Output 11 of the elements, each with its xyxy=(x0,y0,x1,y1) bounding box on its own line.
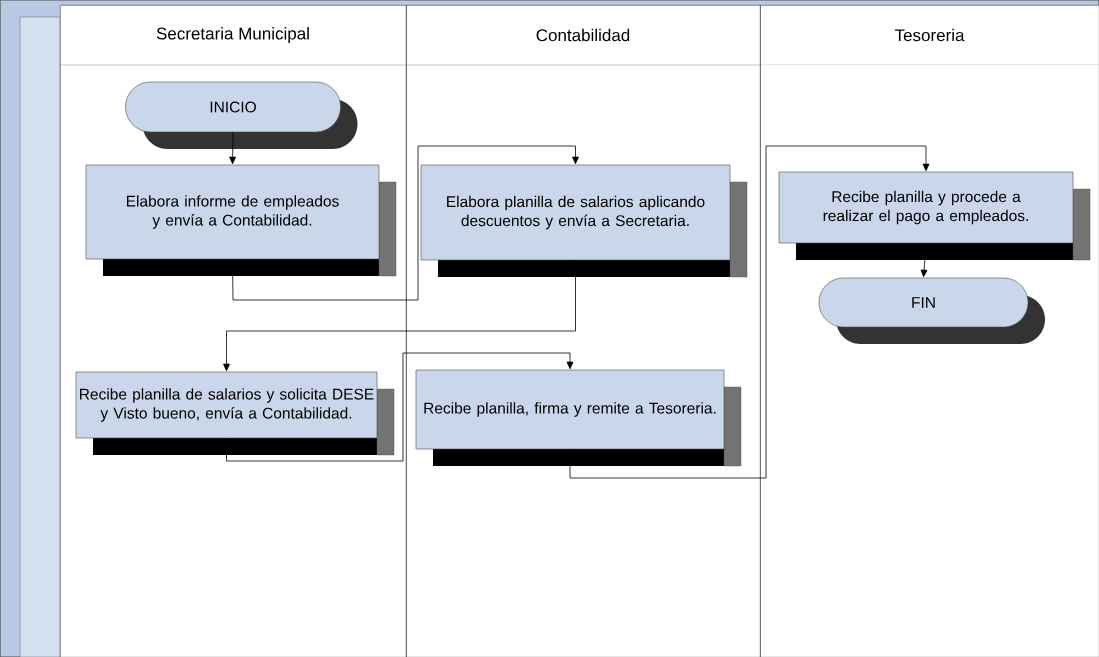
arrow xyxy=(223,259,576,372)
arrow xyxy=(229,131,236,165)
arrow xyxy=(226,352,574,462)
arrow xyxy=(920,242,928,278)
arrow xyxy=(569,145,930,479)
process-box: Elabora planilla de salarios aplicando descuentos y envía a Secretaria. xyxy=(420,164,748,278)
process-box: Elabora informe de empleados y envía a Contabilidad. xyxy=(85,164,397,277)
process-box: Recibe planilla de salarios y solicita DESE y Visto bueno, envía a Contabilidad. xyxy=(75,371,395,456)
process-box: Recibe planilla y procede a realizar el pago a empleados. xyxy=(778,171,1091,261)
arrow xyxy=(232,145,579,301)
process-box: Recibe planilla, firma y remite a Tesoreria. xyxy=(415,369,742,467)
